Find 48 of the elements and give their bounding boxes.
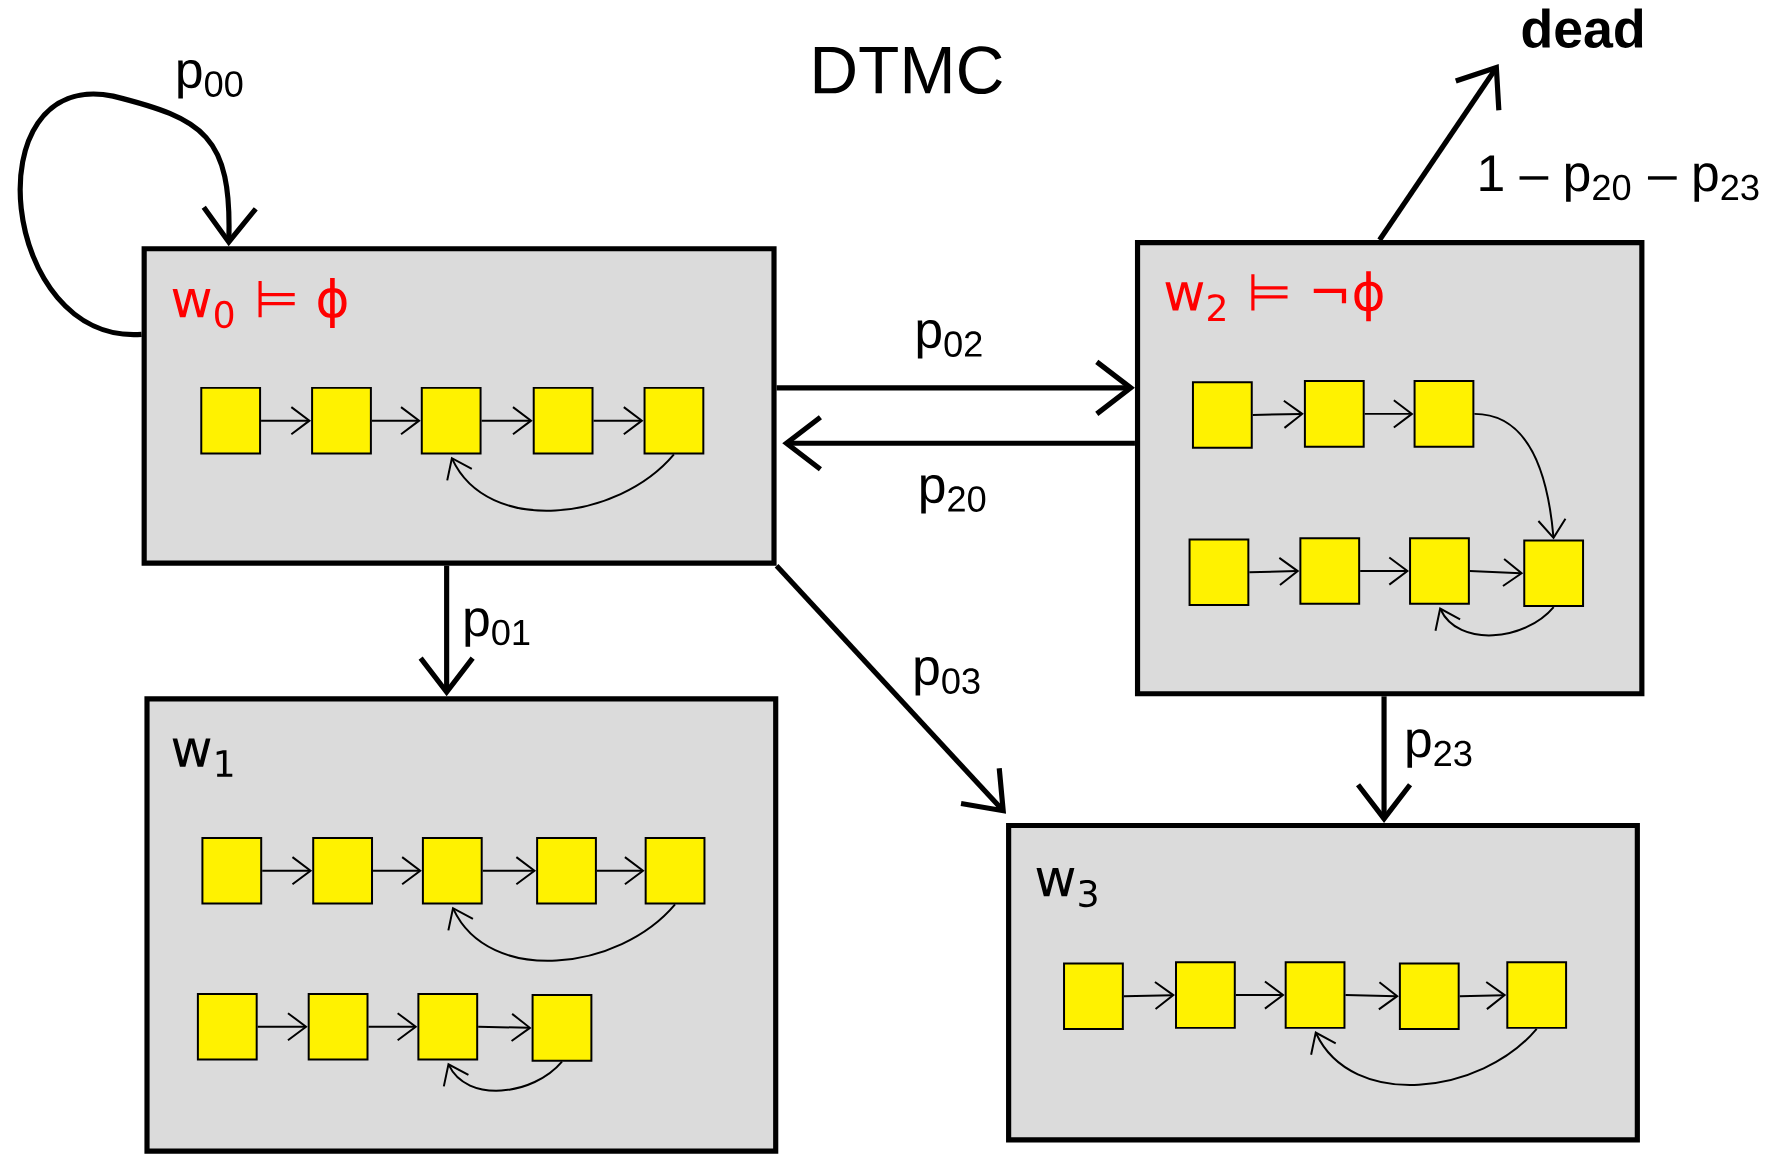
square — [1398, 962, 1460, 1031]
square — [1409, 537, 1470, 606]
square — [1175, 961, 1236, 1030]
arrow — [447, 903, 677, 962]
square — [1303, 380, 1365, 448]
square — [201, 837, 263, 905]
edge-label: p$_{01}$ — [465, 608, 530, 648]
square — [307, 993, 369, 1061]
arrow — [1434, 606, 1555, 637]
square — [536, 837, 597, 905]
end-state-label: dead — [1522, 8, 1643, 49]
arrow — [1310, 1028, 1538, 1086]
arrow — [446, 453, 675, 512]
arrow — [418, 565, 475, 697]
arrow — [1377, 64, 1502, 242]
square — [421, 837, 483, 905]
arrow — [18, 92, 258, 338]
square — [200, 387, 262, 455]
square — [312, 837, 373, 905]
square — [417, 993, 479, 1061]
square — [1506, 961, 1568, 1030]
square — [531, 994, 593, 1062]
edge-label: p$_{03}$ — [915, 657, 980, 696]
arrow — [1473, 413, 1567, 540]
edge-label: 1 – p$_{20}$ – p$_{23}$ — [1480, 155, 1759, 203]
arrow — [776, 360, 1135, 417]
square — [1191, 381, 1253, 450]
square — [311, 387, 372, 455]
edge-label: p$_{20}$ — [921, 475, 986, 514]
edge-label: p$_{23}$ — [1407, 729, 1472, 769]
square — [1413, 380, 1475, 448]
square — [1063, 962, 1124, 1031]
square — [643, 387, 705, 455]
edge-label: p$_{02}$ — [917, 320, 982, 359]
square — [1188, 538, 1250, 607]
square — [420, 387, 482, 455]
arrow — [442, 1060, 563, 1092]
edge-label: p$_{00}$ — [178, 60, 243, 99]
arrow — [782, 415, 1135, 472]
arrow — [774, 564, 1007, 815]
square — [1284, 961, 1346, 1030]
square — [532, 387, 594, 455]
square — [644, 837, 706, 905]
square — [1523, 539, 1585, 608]
title: DTMC — [814, 46, 1002, 95]
arrow — [1356, 696, 1413, 824]
square — [1299, 537, 1361, 606]
square — [196, 993, 258, 1061]
